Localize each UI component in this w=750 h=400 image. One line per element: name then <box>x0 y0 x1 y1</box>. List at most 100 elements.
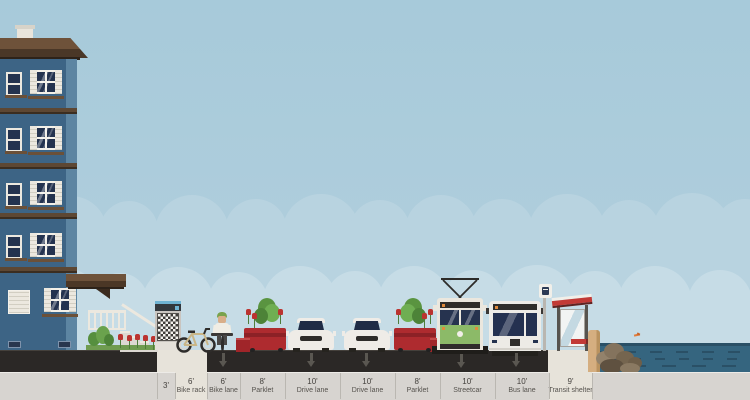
flower <box>127 335 132 341</box>
floor-trim <box>0 163 77 169</box>
mirror <box>540 308 544 314</box>
bike-share-kiosk[interactable] <box>155 301 181 350</box>
down-arrow-icon <box>307 353 316 367</box>
flower <box>246 309 251 315</box>
windshield <box>493 313 537 336</box>
license-plate <box>510 339 520 346</box>
wheel <box>426 348 431 352</box>
roof-eave <box>0 57 80 60</box>
parklet[interactable] <box>236 296 288 352</box>
wheel <box>322 348 329 352</box>
cloud-puff <box>282 194 360 272</box>
parked-bicycle-icon[interactable] <box>176 323 216 353</box>
marker-light <box>442 303 445 307</box>
bumper <box>489 348 541 350</box>
wheel <box>349 348 356 352</box>
flower-stem <box>430 314 431 324</box>
car[interactable] <box>342 318 392 352</box>
planter-box <box>244 328 286 350</box>
mirror <box>286 331 289 336</box>
leg <box>223 335 227 345</box>
cell-divider <box>157 373 158 399</box>
floor-trim <box>0 213 77 219</box>
segment-label-cell[interactable]: 10' Drive lane <box>340 372 395 400</box>
segment-label-cell[interactable]: 8' Parklet <box>240 372 285 400</box>
helmet-icon <box>217 312 227 318</box>
parklet-bush <box>264 304 280 322</box>
shuttered-window <box>8 290 30 314</box>
windshield <box>353 321 381 332</box>
planter-step <box>236 338 250 352</box>
streetcar-platform <box>432 346 488 354</box>
segment-name: Streetcar <box>453 386 482 394</box>
mirror <box>333 331 336 336</box>
flower-stem <box>129 339 130 349</box>
bus[interactable] <box>486 299 544 356</box>
segment-width: 10' <box>307 376 318 386</box>
wheel <box>398 348 403 352</box>
segment-label-cell[interactable]: 10' Drive lane <box>285 372 340 400</box>
cell-divider <box>175 373 176 399</box>
transit-shelter[interactable] <box>550 292 594 352</box>
window <box>28 181 64 210</box>
bus-body <box>489 301 541 351</box>
wheel <box>293 348 300 352</box>
segment-name: Drive lane <box>351 386 384 394</box>
flower <box>252 313 257 319</box>
front-wheel <box>220 336 224 352</box>
cell-divider <box>592 373 593 399</box>
segment-width: 6' <box>188 376 194 386</box>
windshield <box>461 310 480 325</box>
streetcar[interactable] <box>432 277 488 352</box>
parklet-bush <box>254 308 268 324</box>
car-roof <box>353 318 381 323</box>
segment-label-cell[interactable]: 9' Transit shelter <box>548 372 593 400</box>
cell-divider <box>207 373 208 399</box>
mirror <box>433 305 437 311</box>
segment-width: 10' <box>516 376 528 386</box>
roadway-asphalt <box>0 350 548 372</box>
bus-under <box>492 349 538 356</box>
segment-width: 9' <box>567 376 574 386</box>
porch-awning <box>66 274 126 287</box>
cloud-puff <box>350 200 410 260</box>
parklet-bush <box>412 308 426 324</box>
planter-band <box>244 333 286 337</box>
building <box>0 0 160 352</box>
floor-trim <box>0 108 77 114</box>
cyclist[interactable] <box>211 312 233 352</box>
segment-width: 6' <box>220 376 227 386</box>
chimney-cap <box>15 25 35 29</box>
down-arrow-icon <box>512 353 521 367</box>
car-roof <box>297 318 325 323</box>
cloud-puff <box>618 266 692 340</box>
flower-stem <box>254 318 255 328</box>
head <box>218 316 226 323</box>
flower <box>278 309 283 315</box>
down-arrow-icon <box>457 354 466 368</box>
vent <box>58 341 71 348</box>
segment-width: 10' <box>462 376 473 386</box>
bus-stop-sign[interactable] <box>539 284 552 298</box>
segment-label-cell[interactable]: 3' <box>157 372 175 400</box>
cell-divider <box>549 373 550 399</box>
car[interactable] <box>286 318 336 352</box>
mirror <box>483 305 487 311</box>
cell-divider <box>440 373 441 399</box>
segment-label-cell[interactable]: 6' Bike lane <box>207 372 240 400</box>
cell-divider <box>240 373 241 399</box>
wheel <box>378 348 385 352</box>
segment-label-cell[interactable]: 10' Bus lane <box>495 372 549 400</box>
wheel <box>278 348 283 352</box>
flower <box>118 334 123 340</box>
flower-stem <box>398 314 399 324</box>
segment-label-cell[interactable]: 8' Parklet <box>395 372 440 400</box>
cloud-puff <box>688 270 750 334</box>
cell-divider <box>340 373 341 399</box>
stairs <box>120 331 130 352</box>
segment-label-cell[interactable]: 6' Bike rack <box>175 372 207 400</box>
segment-name: Bike rack <box>176 386 206 394</box>
flower <box>422 313 427 319</box>
pantograph-icon <box>441 278 479 299</box>
segment-label-cell[interactable]: 10' Streetcar <box>440 372 495 400</box>
